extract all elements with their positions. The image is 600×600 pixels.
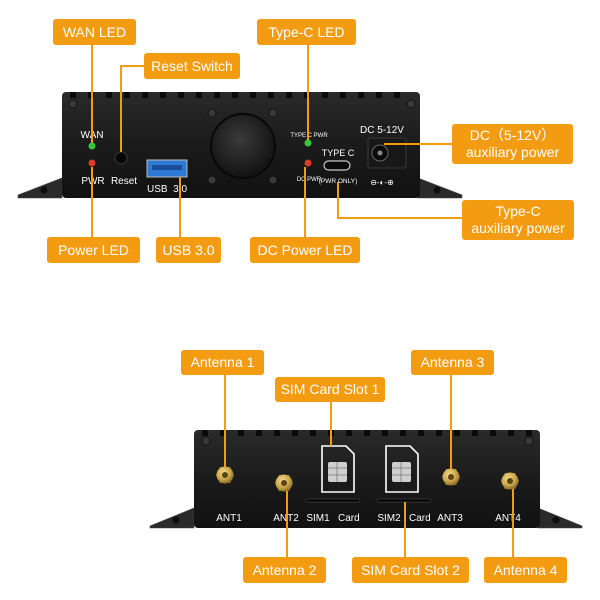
flange-hole-left [172,516,180,524]
heat-fins-top [202,430,532,436]
callout-dc-aux-line2: auxiliary power [465,144,560,160]
screw [207,175,217,185]
callout-reset-switch: Reset Switch [144,53,240,79]
callout-sim-slot1: SIM Card Slot 1 [275,377,385,402]
usb-text: USB 3.0 [147,184,187,195]
callout-wan-led: WAN LED [53,19,136,45]
callout-usb30: USB 3.0 [156,237,221,263]
callout-sim-slot2: SIM Card Slot 2 [352,557,469,583]
cooling-fan [210,113,276,179]
sim-slot-2[interactable] [376,498,432,503]
ant4-text: ANT4 [495,513,521,524]
screw [268,108,278,118]
back-panel: ANT1 ANT2 SIM1 Card SIM2 Card ANT3 ANT4 [149,430,583,529]
flange-hole-right [433,186,441,194]
polarity-text: ⊖-◐-⊕ [370,178,394,187]
screw [268,175,278,185]
reset-button[interactable] [114,151,128,165]
ant1-text: ANT1 [216,513,242,524]
sim-card-icon-2 [385,445,419,493]
typec-led [304,139,312,147]
reset-text: Reset [111,176,137,187]
screw [68,99,78,109]
flange-hole-left [40,186,48,194]
sim1-text: SIM1 Card [306,513,359,524]
ant2-connector [275,474,293,492]
leader-typec-aux [337,182,462,219]
dc-pwr-text: DC PWR [297,177,322,183]
typec-pwr-text: TYPE C PWR [290,133,328,139]
callout-typec-led: Type-C LED [257,19,356,45]
mount-flange-right [417,177,463,199]
mount-flange-left [149,507,195,529]
power-led [88,159,96,167]
back-device-body [194,430,540,528]
mount-flange-left [17,177,63,199]
mount-flange-right [537,507,583,529]
ant1-connector [216,466,234,484]
callout-typec-aux-line1: Type-C [495,203,541,219]
screw [524,436,534,446]
callout-power-led: Power LED [47,237,140,263]
sim-slot-1[interactable] [305,498,361,503]
dc-voltage-text: DC 5-12V [360,125,404,136]
ant4-connector [501,472,519,490]
callout-antenna4: Antenna 4 [484,557,567,583]
typec-port [323,160,351,171]
pwr-only-text: (PWR ONLY) [319,178,358,185]
ant3-connector [442,468,460,486]
wan-led [88,142,96,150]
screw [207,108,217,118]
flange-hole-right [552,516,560,524]
screw [201,436,211,446]
dc-power-led [304,159,312,167]
callout-antenna3: Antenna 3 [411,350,494,375]
typec-text: TYPE C [322,148,355,158]
callout-antenna2: Antenna 2 [243,557,326,583]
front-panel: WAN PWR Reset USB 3.0 TYPE C PWR DC PWR … [17,92,463,199]
callout-dc-aux-power: DC（5-12V） auxiliary power [452,124,573,164]
callout-typec-aux-power: Type-C auxiliary power [462,200,574,240]
leader-reset [120,65,144,152]
sim-card-icon-1 [321,445,355,493]
callout-antenna1: Antenna 1 [181,350,264,375]
leader-lines [91,43,514,557]
callout-dc-aux-line1: DC（5-12V） [469,127,556,143]
ant3-text: ANT3 [437,513,463,524]
screw [406,99,416,109]
callout-dc-power-led: DC Power LED [250,237,360,263]
callout-typec-aux-line2: auxiliary power [471,220,565,236]
